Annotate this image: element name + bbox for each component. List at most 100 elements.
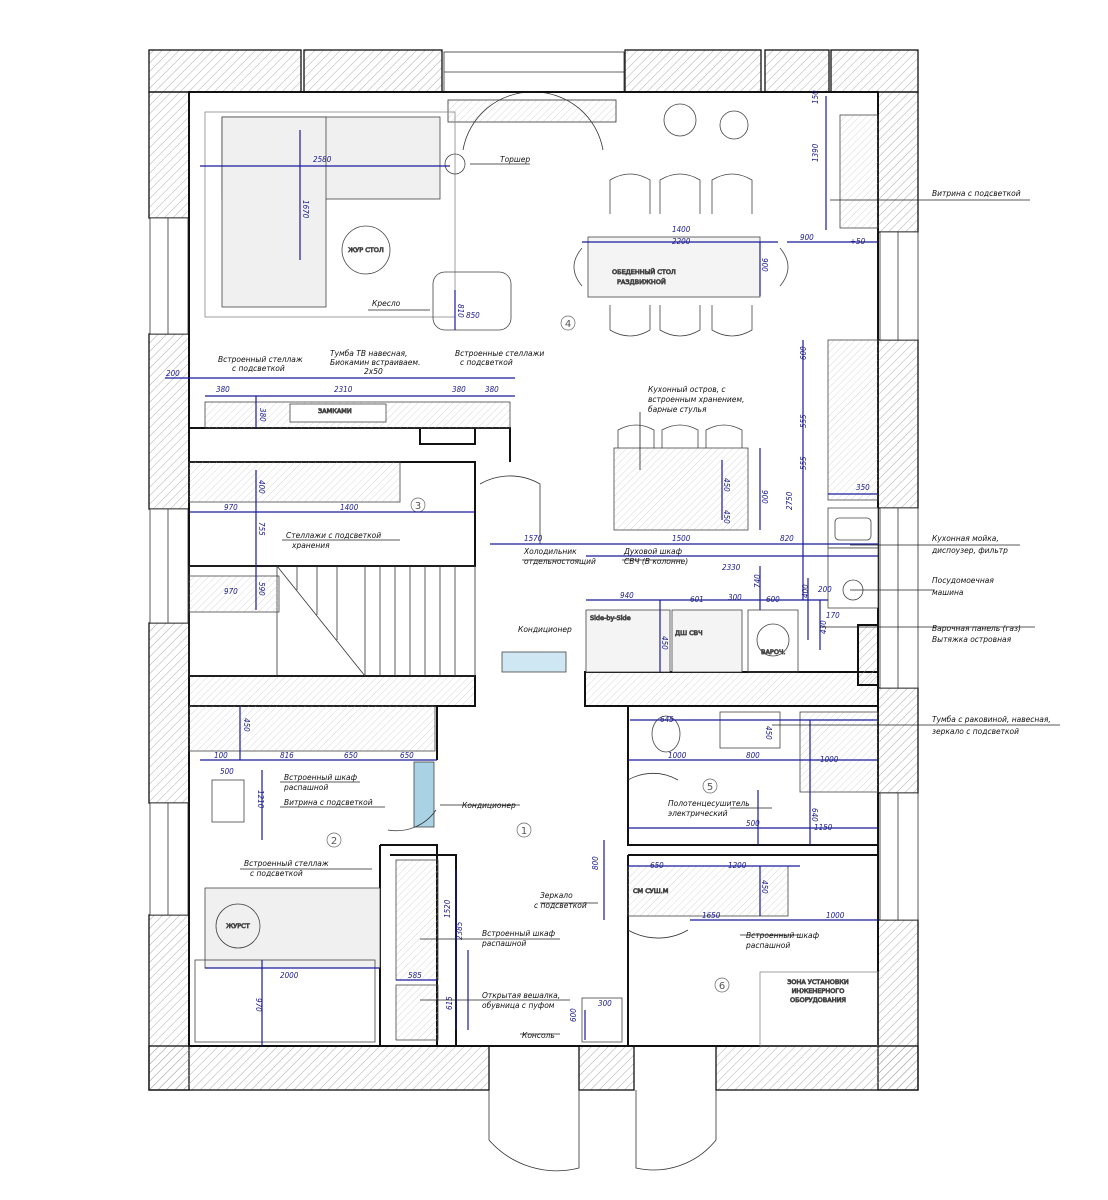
dim-450f: 450 [760,880,769,894]
callout-vanity-2: зеркало с подсветкой [932,727,1019,736]
label-island-3: барные стулья [648,405,707,414]
windows [149,51,919,921]
bed-label: ЖУРСТ [226,922,249,930]
coffee-table-label: ЖУР СТОЛ [348,246,384,254]
dim-1400: 1400 [672,225,691,234]
dim-170: 170 [826,611,840,620]
exterior-walls [148,49,919,1091]
tv-label: ЗАМКАМИ [318,407,352,415]
dining-table-label: ОБЕДЕННЫЙ СТОЛ [612,267,676,276]
dim-800b: 800 [591,856,600,870]
label-towel-1: Полотенцесушитель [668,799,750,808]
label-mirror-1: Зеркало [540,891,573,900]
dim-600: 600 [799,346,808,360]
dim-300: 300 [728,593,742,602]
dim-640: 640 [810,808,819,822]
dim-740: 740 [753,574,762,588]
dim-1650: 1650 [702,911,721,920]
dim-650b: 650 [400,751,414,760]
room-2-number: 2 [331,836,337,847]
callout-dishwasher-1: Посудомоечная [932,576,994,585]
dim-450b: 450 [722,510,731,524]
label-island-2: встроенным хранением, [648,395,744,404]
label-wardrobe-hall-1: Встроенный шкаф [482,929,556,938]
dim-2330: 2330 [722,563,741,572]
dim-300b: 300 [598,999,612,1008]
callout-hob-1: Варочная панель (газ) [932,624,1021,633]
callout-sink-2: диспоузер, фильтр [931,546,1008,555]
oven-label: ДШ СВЧ [675,629,703,637]
dim-601: 601 [690,595,704,604]
label-kreslo: Кресло [372,299,401,308]
leaders [240,163,1060,1035]
label-mirror-2: с подсветкой [534,901,587,910]
dim-1200: 1200 [728,861,747,870]
room-numbers: 4 3 2 1 5 6 [326,315,730,993]
dimension-lines [165,96,878,1046]
label-wardrobe-2b: распашной [283,783,328,792]
dim-400: 400 [257,480,266,494]
room-4-number: 4 [565,319,571,330]
room-1-number: 1 [521,826,527,837]
dim-2310: 2310 [334,385,353,394]
dim-350: 350 [856,483,870,492]
balcony-door [447,91,617,151]
label-shelf-right-1: Встроенные стеллажи [455,349,544,358]
dim-816: 816 [280,751,294,760]
label-oven-2: СВЧ (В колонне) [624,557,688,566]
hob-label: ВАРОЧ. [761,648,785,656]
dim-555: 555 [799,414,808,428]
engineering-label-3: ОБОРУДОВАНИЯ [790,996,846,1004]
dimension-values: 2580 1670 1400 2200 900 900 +50 1390 150… [166,90,870,1022]
label-console: Консоль [522,1031,555,1040]
dim-850: 850 [466,311,480,320]
room-5-number: 5 [707,782,713,793]
dim-380c: 380 [485,385,499,394]
label-wardrobe-2a: Встроенный шкаф [284,773,358,782]
dim-500b: 500 [746,819,760,828]
callout-vitrine: Витрина с подсветкой [932,189,1021,198]
dim-2000: 2000 [280,971,299,980]
dim-1000b: 1000 [820,755,839,764]
callout-dishwasher-2: машина [932,588,964,597]
label-conditioner-top: Кондиционер [518,625,572,634]
dim-555b: 555 [799,456,808,470]
dim-2750: 2750 [785,491,794,510]
room-3-number: 3 [415,501,421,512]
dim-380a: 380 [216,385,230,394]
dim-820: 820 [780,534,794,543]
label-tv-stand-2: Биокамин встраиваем. [330,358,420,367]
label-oven-1: Духовой шкаф [623,547,683,556]
labels: Торшер Кресло Встроенный стеллаж с подсв… [218,155,820,1040]
label-wardrobe-6b: распашной [745,941,790,950]
dim-650c: 650 [650,861,664,870]
dim-100: 100 [214,751,228,760]
dim-970: 970 [224,503,238,512]
dim-650: 650 [344,751,358,760]
room-6-number: 6 [719,981,725,992]
dim-450c: 450 [660,636,669,650]
callout-hob-2: Вытяжка островная [932,635,1012,644]
label-tv-stand-3: 2х50 [364,367,383,376]
dim-1390: 1390 [811,143,820,162]
label-shelf-left-1: Встроенный стеллаж [218,355,303,364]
label-towel-2: электрический [668,809,728,818]
label-wardrobe-6a: Встроенный шкаф [746,931,820,940]
dim-590: 590 [257,582,266,596]
label-shelf-bed-1: Встроенный стеллаж [244,859,329,868]
callout-vanity-1: Тумба с раковиной, навесная, [932,715,1051,724]
dim-2200: 2200 [672,237,691,246]
dim-450e: 450 [764,726,773,740]
dim-200: 200 [818,585,832,594]
dim-600b: 600 [766,595,780,604]
doors [387,475,717,1172]
label-hanger-2: обувница с пуфом [482,1001,555,1010]
dim-150: 150 [811,90,820,104]
dim-755: 755 [257,522,266,536]
dim-1150: 1150 [814,823,833,832]
dim-900c: 900 [760,490,769,504]
label-shelf-left-2: с подсветкой [232,364,285,373]
dim-645: 645 [660,715,674,724]
label-racks-1: Стеллажи с подсветкой [286,531,381,540]
